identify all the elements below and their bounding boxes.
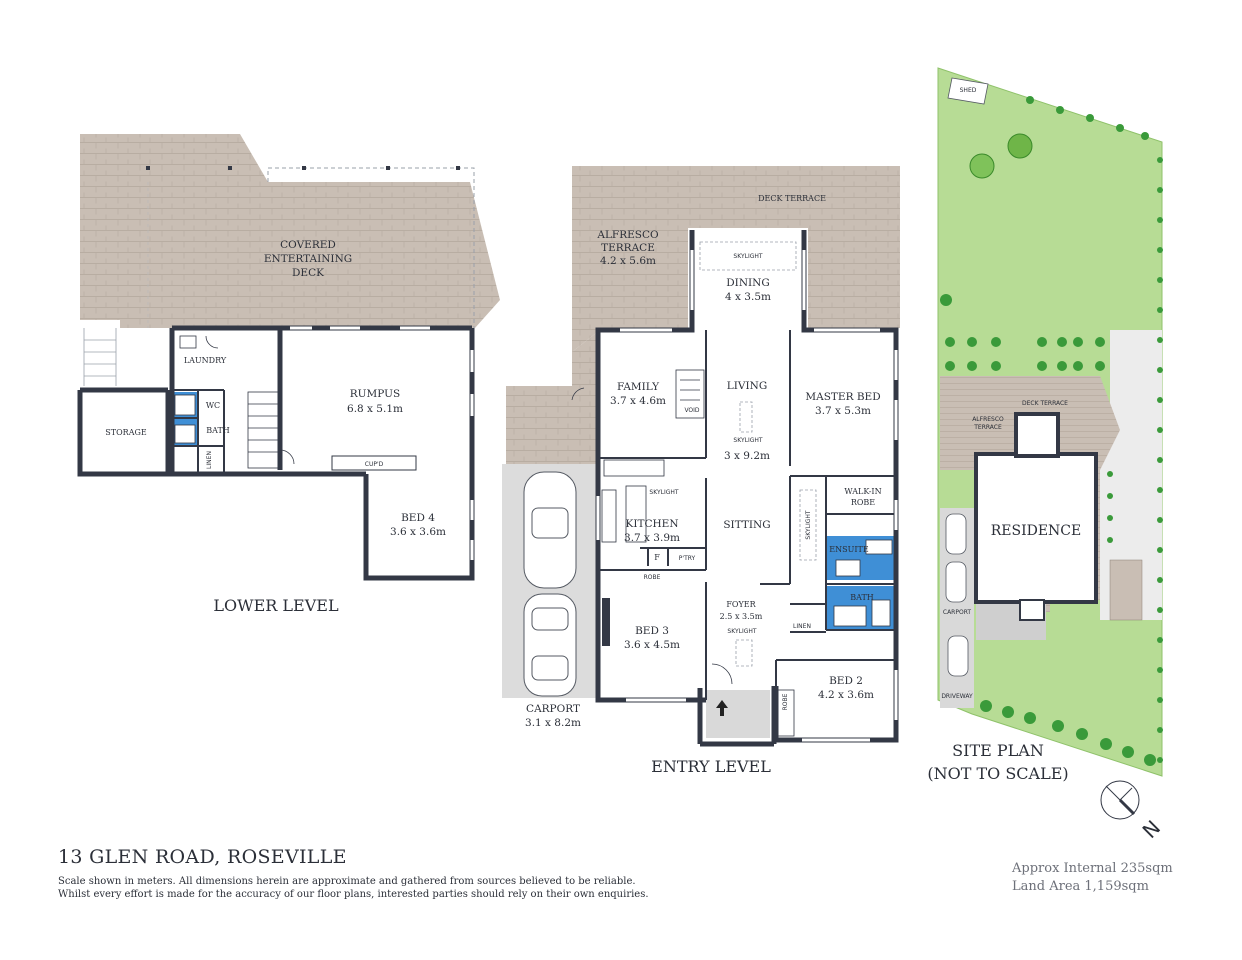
- garden-hedge: [940, 96, 1163, 766]
- cupboard-label: CUP'D: [365, 461, 384, 468]
- disclaimer-line-2: Whilst every effort is made for the accu…: [58, 889, 649, 900]
- entry-bath-label: BATH: [850, 593, 874, 602]
- site-plan-title: SITE PLAN: [952, 741, 1044, 760]
- master-bed-dims: 3.7 x 5.3m: [815, 405, 871, 417]
- alfresco-label-2: TERRACE: [601, 242, 655, 254]
- site-driveway-label: DRIVEWAY: [941, 693, 973, 700]
- site-alfresco-label-2: TERRACE: [973, 424, 1002, 431]
- sitting-label: SITTING: [723, 519, 770, 531]
- disclaimer-line-1: Scale shown in meters. All dimensions he…: [58, 876, 636, 887]
- bed4-dims: 3.6 x 3.6m: [390, 526, 446, 538]
- land-area: Land Area 1,159sqm: [1012, 879, 1149, 894]
- bed3-dims: 3.6 x 4.5m: [624, 639, 680, 651]
- fridge-label: F: [654, 553, 660, 562]
- covered-entertaining-deck: [80, 134, 500, 328]
- entry-level-title: ENTRY LEVEL: [651, 757, 771, 776]
- alfresco-dims: 4.2 x 5.6m: [600, 255, 656, 267]
- void-label: VOID: [684, 407, 699, 414]
- walkin-robe-label-1: WALK-IN: [844, 487, 881, 496]
- deck-terrace: [572, 166, 900, 352]
- living-skylight-label: SKYLIGHT: [733, 437, 762, 444]
- family-dims: 3.7 x 4.6m: [610, 395, 666, 407]
- rumpus-label: RUMPUS: [350, 388, 400, 400]
- residence-label: RESIDENCE: [991, 523, 1082, 539]
- bed2-label: BED 2: [829, 675, 863, 687]
- bed3-label: BED 3: [635, 625, 669, 637]
- disclaimer: Scale shown in meters. All dimensions he…: [58, 875, 698, 901]
- family-label: FAMILY: [617, 381, 660, 393]
- dining-skylight-label: SKYLIGHT: [733, 253, 762, 260]
- car-icon-2: [523, 593, 577, 697]
- dining-label: DINING: [726, 277, 769, 289]
- ensuite-label: ENSUITE: [829, 545, 869, 554]
- covered-deck-label-1: COVERED: [280, 239, 336, 251]
- bed3-robe-label: ROBE: [644, 574, 661, 581]
- site-carport-label: CARPORT: [943, 609, 972, 616]
- walkin-robe-label-2: ROBE: [851, 498, 875, 507]
- hall-skylight-label: SKYLIGHT: [805, 510, 812, 539]
- kitchen-skylight-label: SKYLIGHT: [649, 489, 678, 496]
- site-alfresco-label: ALFRESCO: [972, 416, 1004, 423]
- rumpus-dims: 6.8 x 5.1m: [347, 403, 403, 415]
- storage-label: STORAGE: [105, 428, 147, 437]
- wc-label: WC: [206, 401, 220, 410]
- pantry-label: P'TRY: [679, 555, 696, 562]
- lower-level-title: LOWER LEVEL: [213, 596, 339, 615]
- alfresco-label-1: ALFRESCO: [596, 229, 659, 241]
- dining-dims: 4 x 3.5m: [725, 291, 771, 303]
- lower-linen-label: LINEN: [206, 451, 213, 469]
- kitchen-dims: 3.7 x 3.9m: [624, 532, 680, 544]
- site-plan: SHED DECK TERRACE ALFRESCO TERRACE RESID…: [927, 67, 1166, 844]
- covered-deck-label-2: ENTERTAINING: [264, 253, 352, 265]
- master-bed-label: MASTER BED: [805, 391, 880, 403]
- north-arrow-icon: [1100, 780, 1140, 820]
- shed-label: SHED: [960, 87, 977, 94]
- foyer-dims: 2.5 x 3.5m: [720, 612, 763, 621]
- kitchen-label: KITCHEN: [625, 518, 678, 530]
- living-dims: 3 x 9.2m: [724, 450, 770, 462]
- internal-area: Approx Internal 235sqm: [1012, 861, 1173, 876]
- site-deck-terrace-label: DECK TERRACE: [1022, 400, 1068, 407]
- site-plan-subtitle: (NOT TO SCALE): [927, 764, 1068, 783]
- entry-level-plan: DECK TERRACE ALFRESCO TERRACE 4.2 x 5.6m…: [502, 166, 900, 776]
- bed2-dims: 4.2 x 3.6m: [818, 689, 874, 701]
- side-deck: [506, 330, 600, 468]
- lower-level-plan: COVERED ENTERTAINING DECK LAUNDRY WC BAT…: [77, 134, 500, 615]
- bed2-robe-label: ROBE: [782, 693, 789, 710]
- entry-linen-label: LINEN: [793, 623, 811, 630]
- living-label: LIVING: [727, 380, 767, 392]
- car-icon-1: [523, 471, 577, 589]
- foyer-skylight-label: SKYLIGHT: [727, 628, 756, 635]
- bed4-label: BED 4: [401, 512, 435, 524]
- carport-dims: 3.1 x 8.2m: [525, 717, 581, 729]
- deck-terrace-label: DECK TERRACE: [758, 194, 826, 203]
- laundry-label: LAUNDRY: [184, 356, 227, 365]
- foyer-label: FOYER: [726, 600, 756, 609]
- entry-arrow-icon: [716, 700, 728, 716]
- north-label: N: [1138, 816, 1166, 844]
- area-summary: Approx Internal 235sqm Land Area 1,159sq…: [1012, 860, 1173, 896]
- property-address: 13 GLEN ROAD, ROSEVILLE: [58, 846, 347, 868]
- shed: [947, 77, 989, 105]
- lower-bath-label: BATH: [206, 426, 230, 435]
- carport-label: CARPORT: [526, 703, 580, 715]
- covered-deck-label-3: DECK: [292, 267, 324, 279]
